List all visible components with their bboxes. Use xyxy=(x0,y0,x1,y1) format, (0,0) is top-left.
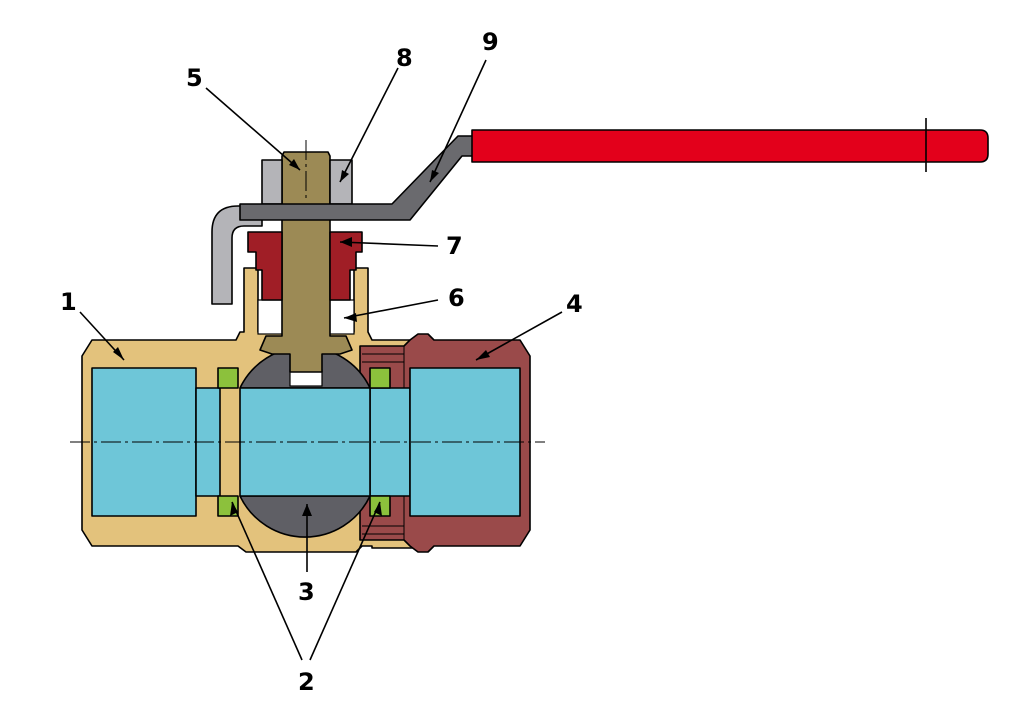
packing-gland xyxy=(247,231,363,301)
callout-1: 1 xyxy=(60,288,77,316)
callout-6: 6 xyxy=(448,284,465,312)
callout-8: 8 xyxy=(396,44,413,72)
callout-9: 9 xyxy=(482,28,499,56)
callout-3: 3 xyxy=(298,578,315,606)
callout-5: 5 xyxy=(186,64,203,92)
callout-7: 7 xyxy=(446,232,463,260)
callout-2: 2 xyxy=(298,668,315,696)
handle xyxy=(239,118,989,221)
callout-4: 4 xyxy=(566,290,583,318)
stem-cap xyxy=(211,159,353,305)
leader-lines xyxy=(79,59,563,661)
